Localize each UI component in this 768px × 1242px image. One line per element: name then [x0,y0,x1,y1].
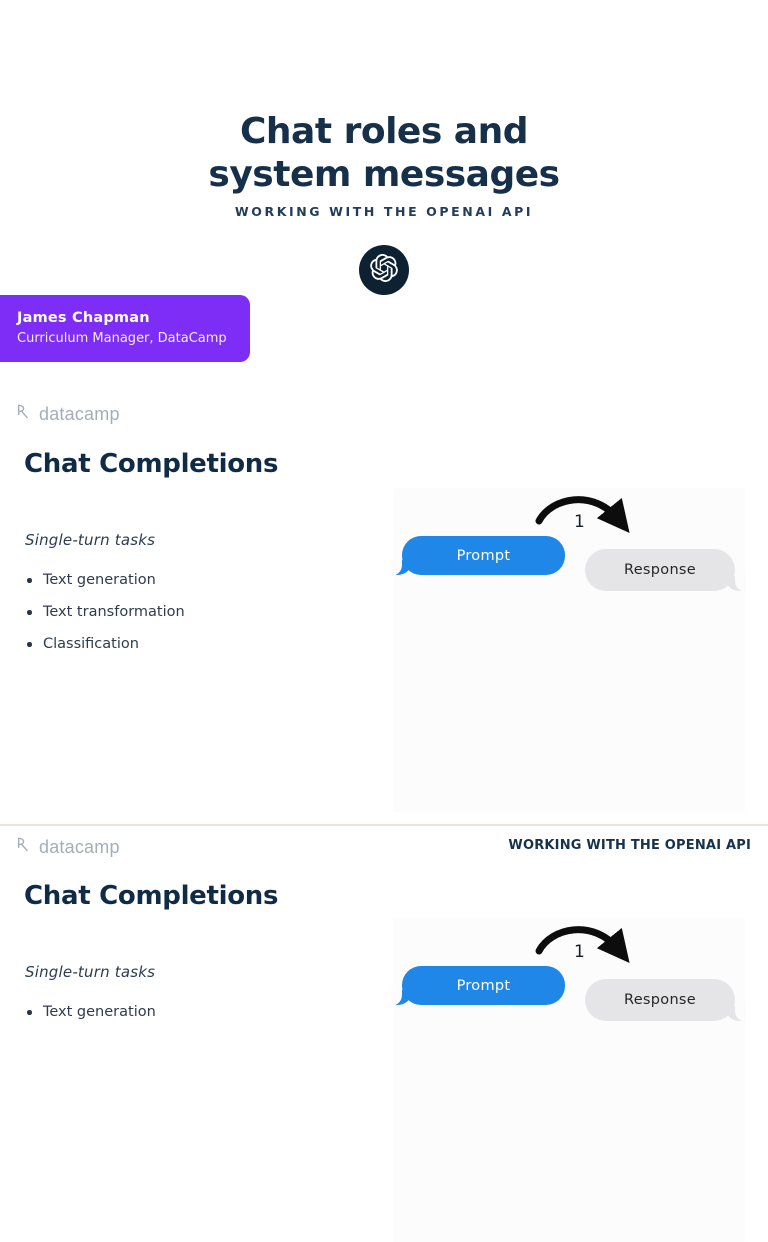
course-title-header: WORKING WITH THE OPENAI API [508,838,751,853]
slide-a-heading: Chat Completions [24,449,279,479]
prompt-response-diagram: 1 Prompt Response [391,918,746,1242]
datacamp-logo: datacamp [14,403,120,426]
response-bubble: Response [585,979,746,1022]
slide-b-heading: Chat Completions [24,881,279,911]
deck-title-line1: Chat roles and [240,111,528,152]
datacamp-wordmark: datacamp [39,404,120,424]
slide-deck-page: { "deck": { "title_line1": "Chat roles a… [0,110,768,1021]
datacamp-icon [14,403,32,426]
openai-logo-badge [359,245,409,295]
author-badge: James Chapman Curriculum Manager, DataCa… [0,295,250,362]
openai-icon [370,254,398,286]
bullet-item: Classification [27,636,185,653]
author-role: Curriculum Manager, DataCamp [17,331,227,346]
step-number-label: 1 [574,512,585,532]
slide-a-subheading: Single-turn tasks [25,531,156,549]
slide-a-bullet-list: Text generation Text transformation Clas… [27,572,185,668]
deck-title-line2: system messages [208,154,560,195]
slide-boundary-divider [0,824,768,826]
prompt-bubble: Prompt [391,536,565,576]
step-number-label: 1 [574,942,585,962]
author-name: James Chapman [17,310,150,326]
curved-arrow-icon [531,922,641,990]
datacamp-icon [14,836,32,859]
bullet-item: Text generation [27,572,185,589]
prompt-bubble: Prompt [391,966,565,1006]
datacamp-wordmark: datacamp [39,837,120,857]
datacamp-logo: datacamp [14,836,120,859]
curved-arrow-icon [531,492,641,560]
slide-b-bullet-list: Text generation [27,1004,156,1036]
bullet-item: Text generation [27,1004,156,1021]
bullet-item: Text transformation [27,604,185,621]
deck-subtitle: WORKING WITH THE OPENAI API [234,204,534,219]
slide-b-subheading: Single-turn tasks [25,963,156,981]
prompt-response-diagram: 1 Prompt Response [391,488,746,812]
response-bubble: Response [585,549,746,592]
